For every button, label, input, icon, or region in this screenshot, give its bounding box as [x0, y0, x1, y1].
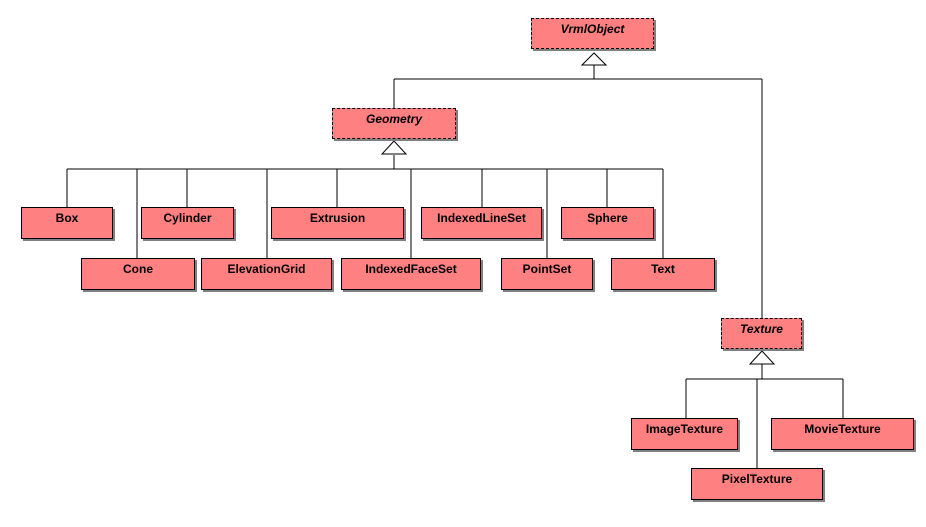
class-geometry: Geometry — [332, 108, 456, 139]
class-pointset: PointSet — [501, 258, 593, 290]
class-cone: Cone — [81, 258, 195, 290]
inheritance-arrow — [580, 52, 608, 66]
geometry-connector — [67, 155, 663, 170]
class-sphere: Sphere — [561, 207, 654, 239]
geometry-child-connectors — [66, 169, 664, 258]
class-pixeltexture: PixelTexture — [691, 468, 823, 500]
class-elevationgrid: ElevationGrid — [201, 258, 332, 290]
class-text: Text — [611, 258, 715, 290]
inheritance-arrow — [748, 350, 776, 365]
class-vrmlobject: VrmlObject — [531, 18, 654, 49]
class-box: Box — [21, 207, 113, 239]
class-extrusion: Extrusion — [271, 207, 404, 239]
class-cylinder: Cylinder — [141, 207, 234, 239]
texture-connectors — [685, 364, 844, 468]
inheritance-arrow — [380, 140, 408, 155]
class-imagetexture: ImageTexture — [631, 418, 738, 450]
class-indexedfaceset: IndexedFaceSet — [341, 258, 481, 290]
class-texture: Texture — [721, 318, 802, 349]
class-movietexture: MovieTexture — [771, 418, 914, 450]
class-indexedlineset: IndexedLineSet — [421, 207, 542, 239]
